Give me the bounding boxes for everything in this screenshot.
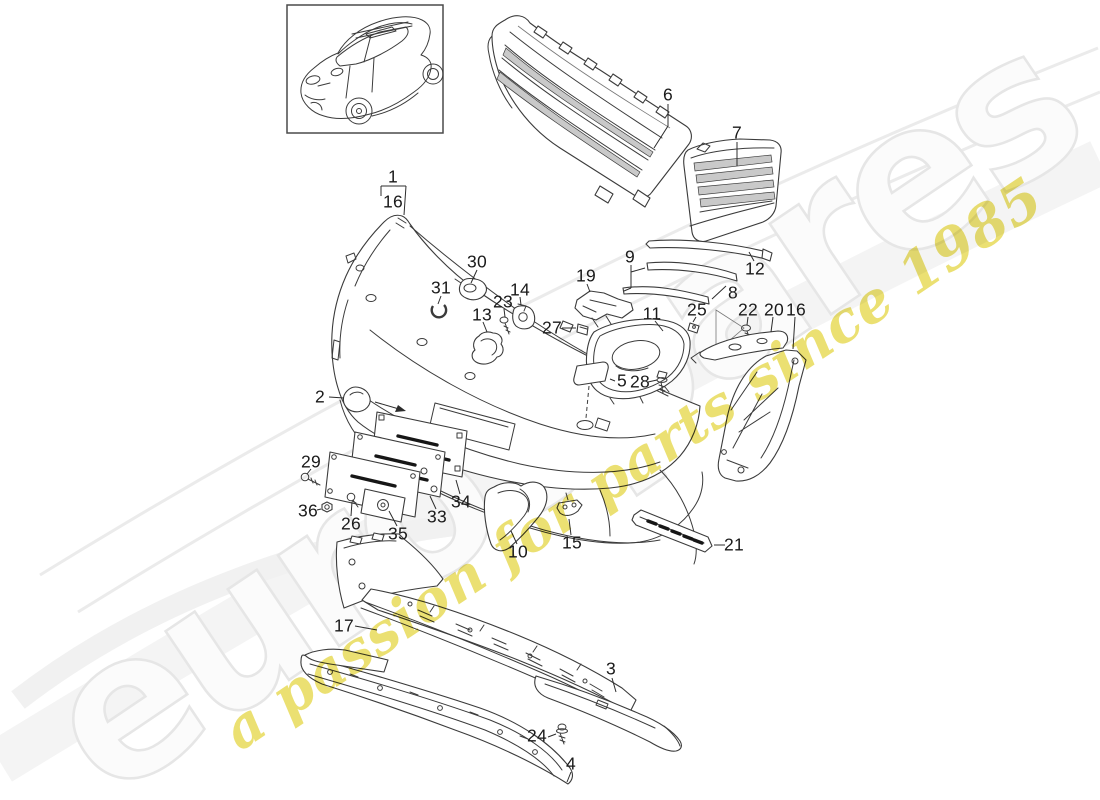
vehicle-inset-thumbnail bbox=[286, 4, 444, 134]
part-callout-20-19[interactable]: 20 bbox=[763, 299, 785, 320]
part-callout-9-9[interactable]: 9 bbox=[624, 246, 636, 267]
part-callout-36-34[interactable]: 36 bbox=[297, 500, 319, 521]
part-callout-2-2[interactable]: 2 bbox=[314, 386, 326, 407]
part-callout-25-24[interactable]: 25 bbox=[686, 299, 708, 320]
part-35-license-bracket bbox=[324, 451, 421, 523]
part-callout-13-13[interactable]: 13 bbox=[471, 304, 493, 325]
part-callout-1-0[interactable]: 1 bbox=[387, 166, 399, 187]
part-29-screw bbox=[300, 472, 321, 486]
part-callout-23-22[interactable]: 23 bbox=[492, 291, 514, 312]
part-7-center-grille bbox=[683, 138, 782, 243]
part-6-grille-carrier bbox=[487, 15, 692, 208]
part-callout-26-25[interactable]: 26 bbox=[340, 513, 362, 534]
part-3-spoiler-end bbox=[534, 675, 682, 752]
part-8-trim-strip bbox=[622, 286, 710, 305]
part-callout-14-14[interactable]: 14 bbox=[509, 279, 531, 300]
part-20-upper-bracket bbox=[690, 330, 789, 364]
part-27-clip bbox=[576, 323, 589, 336]
part-16-side-bracket bbox=[717, 349, 807, 482]
part-callout-7-7[interactable]: 7 bbox=[731, 122, 743, 143]
part-callout-5-5[interactable]: 5 bbox=[616, 370, 628, 391]
part-callout-8-8[interactable]: 8 bbox=[727, 282, 739, 303]
part-callout-30-29[interactable]: 30 bbox=[466, 251, 488, 272]
part-14-sensor-holder bbox=[512, 303, 536, 330]
part-callout-6-6[interactable]: 6 bbox=[662, 84, 674, 105]
part-callout-31-30[interactable]: 31 bbox=[430, 277, 452, 298]
part-36-nut bbox=[321, 501, 333, 513]
leader-lines bbox=[306, 104, 796, 783]
part-callout-16-1[interactable]: 16 bbox=[382, 191, 404, 212]
part-25-clip bbox=[687, 322, 700, 334]
part-callout-4-4[interactable]: 4 bbox=[565, 753, 577, 774]
part-callout-35-33[interactable]: 35 bbox=[387, 523, 409, 544]
part-callout-21-20[interactable]: 21 bbox=[723, 534, 745, 555]
part-28-screw bbox=[656, 370, 668, 394]
part-callout-12-12[interactable]: 12 bbox=[744, 258, 766, 279]
part-24-screw bbox=[556, 723, 568, 745]
part-callout-24-23[interactable]: 24 bbox=[526, 725, 548, 746]
part-callout-15-15[interactable]: 15 bbox=[561, 532, 583, 553]
part-callout-16-16[interactable]: 16 bbox=[785, 299, 807, 320]
part-callout-27-26[interactable]: 27 bbox=[541, 317, 563, 338]
part-5-cover-plate bbox=[573, 361, 609, 430]
part-12-trim-strip bbox=[645, 239, 773, 262]
part-13-bracket bbox=[471, 331, 504, 365]
part-callout-17-17[interactable]: 17 bbox=[333, 615, 355, 636]
part-15-bracket bbox=[556, 492, 583, 516]
part-callout-28-27[interactable]: 28 bbox=[629, 371, 651, 392]
part-callout-3-3[interactable]: 3 bbox=[605, 658, 617, 679]
part-callout-10-10[interactable]: 10 bbox=[507, 541, 529, 562]
part-callout-22-21[interactable]: 22 bbox=[737, 299, 759, 320]
part-23-screw bbox=[499, 316, 511, 335]
part-callout-33-31[interactable]: 33 bbox=[426, 506, 448, 527]
part-9-trim-strip-upper bbox=[646, 261, 738, 282]
part-19-mounting-bracket bbox=[559, 290, 634, 333]
part-26-screw bbox=[346, 492, 359, 508]
part-31-retaining-ring bbox=[430, 304, 448, 319]
part-10-air-duct bbox=[483, 481, 548, 552]
diagram-art bbox=[286, 4, 807, 785]
part-2-tow-hook-cover bbox=[342, 386, 406, 413]
part-callout-34-32[interactable]: 34 bbox=[450, 491, 472, 512]
part-callout-19-18[interactable]: 19 bbox=[575, 265, 597, 286]
part-callout-29-28[interactable]: 29 bbox=[300, 451, 322, 472]
part-30-parking-sensor bbox=[454, 277, 487, 301]
part-21-slotted-rail bbox=[631, 509, 713, 553]
part-callout-11-11[interactable]: 11 bbox=[642, 303, 662, 324]
part-4-underbody-panel bbox=[300, 648, 573, 785]
